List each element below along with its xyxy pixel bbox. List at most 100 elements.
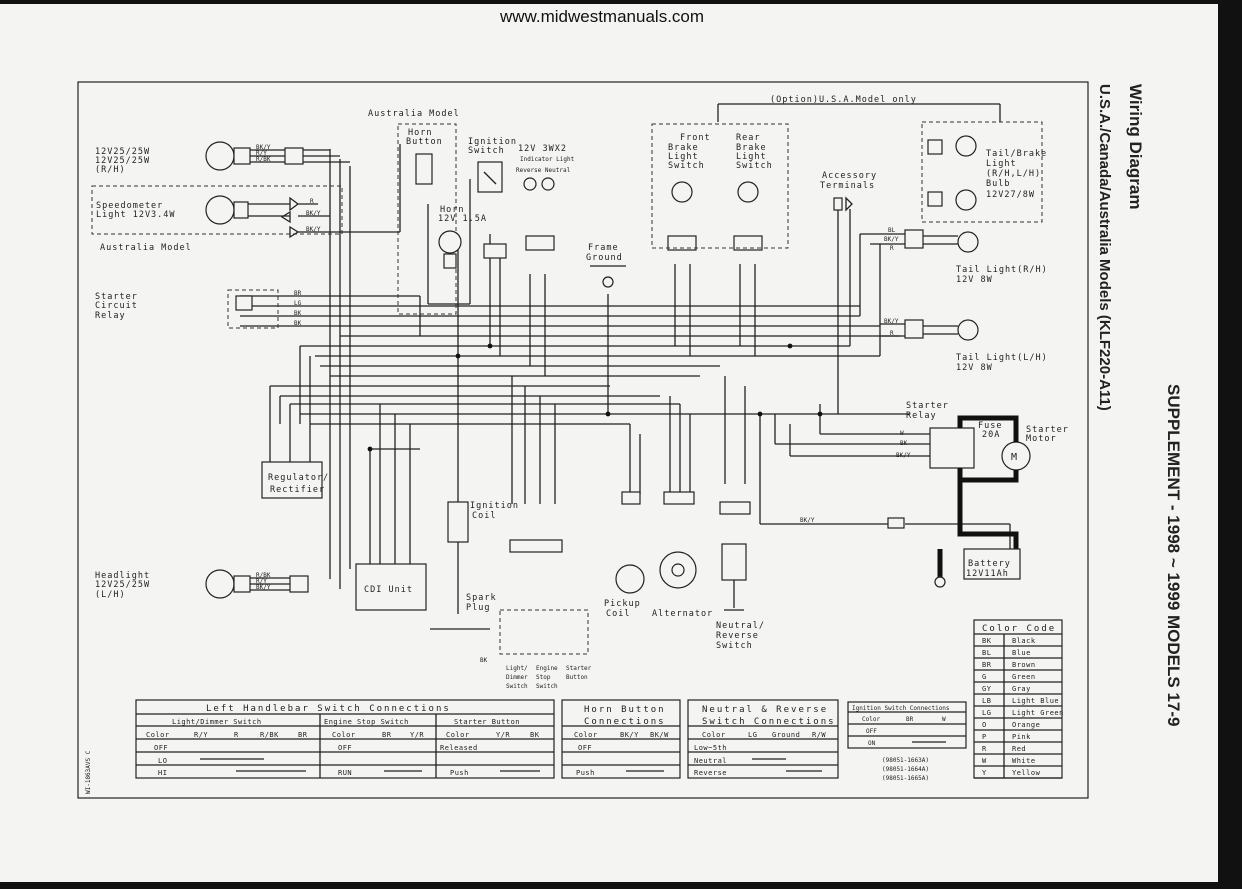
svg-text:LG: LG <box>294 300 302 307</box>
svg-text:12V11Ah: 12V11Ah <box>966 569 1009 579</box>
junction-dots <box>367 343 823 452</box>
color-code-abbrev: BR <box>982 661 992 669</box>
svg-text:BK/Y: BK/Y <box>884 236 899 243</box>
svg-text:Color: Color <box>332 731 356 739</box>
color-code-abbrev: Y <box>982 769 987 777</box>
svg-text:BK/Y: BK/Y <box>800 517 815 524</box>
svg-text:LG: LG <box>748 731 757 739</box>
svg-text:Reverse: Reverse <box>716 631 759 641</box>
color-code-name: White <box>1012 757 1036 765</box>
ignition-switch-table: Ignition Switch Connections Color BR W O… <box>847 701 967 782</box>
color-code-abbrev: LB <box>982 697 991 705</box>
svg-text:Engine Stop Switch: Engine Stop Switch <box>324 718 409 726</box>
svg-text:Terminals: Terminals <box>820 181 875 191</box>
regulator-rectifier: Regulator/ Rectifier <box>261 424 328 499</box>
svg-text:Speedometer: Speedometer <box>96 201 163 211</box>
cdi-unit: CDI Unit <box>355 563 427 611</box>
horn-button: Horn Button Horn 12V 1.5A <box>397 123 486 315</box>
svg-text:Light: Light <box>668 152 699 162</box>
svg-text:Light 12V3.4W: Light 12V3.4W <box>96 210 176 220</box>
svg-text:R/Y: R/Y <box>256 150 267 157</box>
color-code-abbrev: P <box>982 733 987 741</box>
left-handlebar-title: Left Handlebar Switch Connections <box>206 704 451 714</box>
page-edge-right <box>1218 0 1242 889</box>
accessory-terminals: Accessory Terminals <box>820 171 877 212</box>
svg-text:Y/R: Y/R <box>410 731 424 739</box>
color-code-abbrev: G <box>982 673 987 681</box>
source-url: www.midwestmanuals.com <box>499 7 705 26</box>
svg-text:RUN: RUN <box>338 769 352 777</box>
svg-text:Switch: Switch <box>668 161 705 171</box>
color-code-name: Light Green <box>1012 709 1064 717</box>
svg-text:Tail Light(L/H): Tail Light(L/H) <box>956 353 1048 363</box>
svg-text:BK: BK <box>530 731 540 739</box>
svg-text:12V25/25W: 12V25/25W <box>95 156 150 166</box>
alternator: Alternator <box>652 551 713 619</box>
svg-text:Starter: Starter <box>1026 425 1069 435</box>
svg-text:Pickup: Pickup <box>604 599 641 609</box>
svg-text:BK/W: BK/W <box>650 731 669 739</box>
svg-text:Ground: Ground <box>586 253 623 263</box>
svg-text:Coil: Coil <box>472 511 496 521</box>
svg-text:Accessory: Accessory <box>822 171 877 181</box>
svg-text:BR: BR <box>906 716 914 723</box>
svg-text:Push: Push <box>450 769 469 777</box>
color-code-abbrev: O <box>982 721 987 729</box>
svg-text:Ignition Switch Connections: Ignition Switch Connections <box>852 705 950 712</box>
svg-text:BK: BK <box>294 320 302 327</box>
svg-text:Rectifier: Rectifier <box>270 485 325 495</box>
svg-text:R: R <box>890 245 894 252</box>
svg-text:Ignition: Ignition <box>470 501 519 511</box>
svg-text:Button: Button <box>566 674 588 681</box>
color-code-name: Light Blue <box>1012 697 1059 705</box>
svg-text:12V25/25W: 12V25/25W <box>95 147 150 157</box>
left-handlebar-table: Left Handlebar Switch Connections Light/… <box>135 699 555 779</box>
svg-text:Color: Color <box>446 731 470 739</box>
svg-text:Horn Button: Horn Button <box>584 705 666 715</box>
starter-circuit-relay: Starter Circuit Relay BR LG BK BK <box>95 289 302 329</box>
svg-text:Ignition: Ignition <box>468 137 517 147</box>
neutral-reverse-table: Neutral & Reverse Switch Connections Col… <box>687 699 839 779</box>
svg-text:R/Y: R/Y <box>194 731 208 739</box>
color-code-name: Orange <box>1012 721 1040 729</box>
svg-text:Color: Color <box>146 731 170 739</box>
svg-text:OFF: OFF <box>338 744 352 752</box>
svg-text:12V 8W: 12V 8W <box>956 275 993 285</box>
svg-text:(98051-1665A): (98051-1665A) <box>882 775 929 782</box>
svg-text:HI: HI <box>158 769 167 777</box>
svg-text:Starter Button: Starter Button <box>454 718 520 726</box>
svg-text:Indicator Light: Indicator Light <box>520 156 575 163</box>
svg-text:(L/H): (L/H) <box>95 590 126 600</box>
svg-text:BK/Y: BK/Y <box>256 584 271 591</box>
svg-text:Light: Light <box>986 159 1017 169</box>
color-code-abbrev: GY <box>982 685 992 693</box>
svg-text:(R/H,L/H): (R/H,L/H) <box>986 169 1041 179</box>
svg-text:Starter: Starter <box>95 292 138 302</box>
svg-text:Light/: Light/ <box>506 665 528 672</box>
svg-text:Starter: Starter <box>906 401 949 411</box>
svg-text:Color: Color <box>862 716 880 723</box>
svg-text:R: R <box>890 330 894 337</box>
svg-text:R/BK: R/BK <box>256 572 271 579</box>
svg-text:(98051-1663A): (98051-1663A) <box>882 757 929 764</box>
tail-light-rh: Tail Light(R/H) 12V 8W BL BK/Y R <box>884 227 1047 285</box>
svg-text:Alternator: Alternator <box>652 609 713 619</box>
svg-text:12V25/25W: 12V25/25W <box>95 580 150 590</box>
svg-text:Reverse: Reverse <box>694 769 727 777</box>
color-code-name: Blue <box>1012 649 1031 657</box>
svg-text:Switch: Switch <box>536 683 558 690</box>
color-code-name: Red <box>1012 745 1026 753</box>
svg-text:Spark: Spark <box>466 593 497 603</box>
wiring-diagram: Wiring Diagram U.S.A./Canada/Australia M… <box>77 81 1183 799</box>
svg-text:Motor: Motor <box>1026 434 1057 444</box>
starter-system: Starter Relay Fuse 20A Starter Motor M B… <box>800 401 1069 588</box>
svg-text:BK: BK <box>480 657 488 664</box>
svg-text:Horn: Horn <box>440 205 464 215</box>
horn-button-table: Horn Button Connections Color BK/Y BK/W … <box>561 699 681 779</box>
svg-text:Frame: Frame <box>588 243 619 253</box>
color-code-abbrev: BK <box>982 637 992 645</box>
svg-text:BK/Y: BK/Y <box>306 226 321 233</box>
svg-text:Relay: Relay <box>95 311 126 321</box>
svg-text:Relay: Relay <box>906 411 937 421</box>
